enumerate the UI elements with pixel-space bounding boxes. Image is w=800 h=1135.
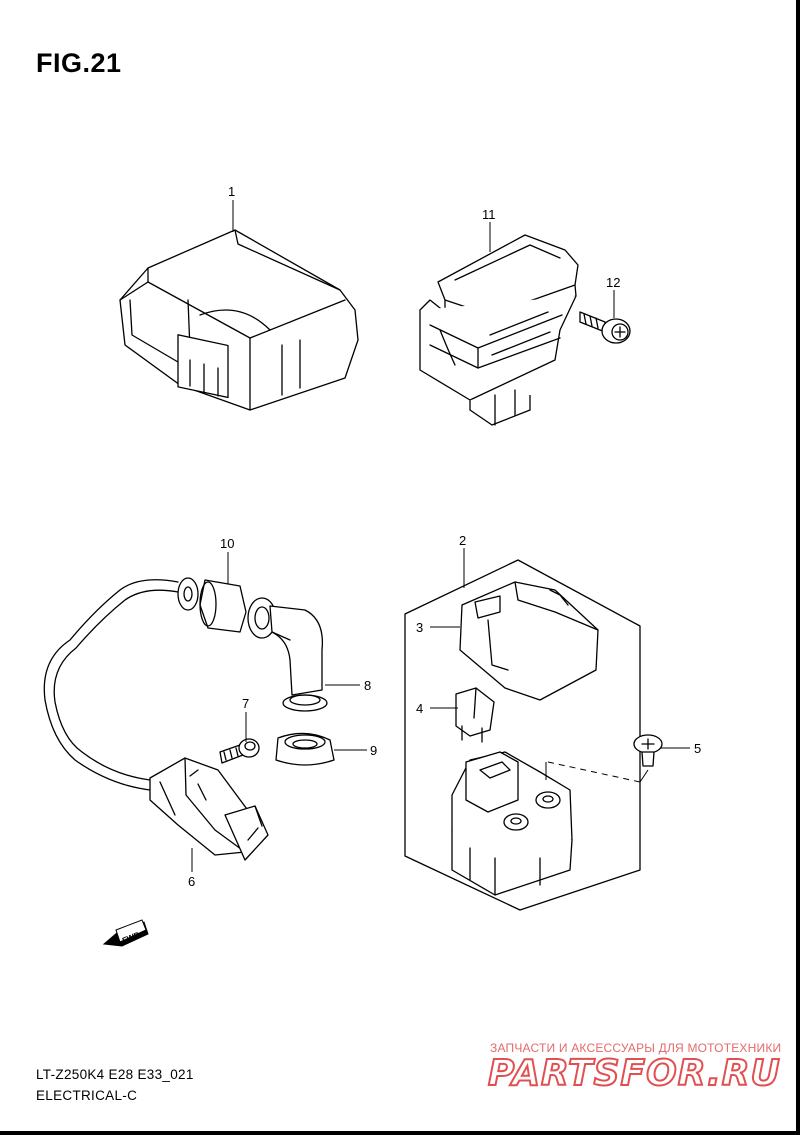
part-9-seal — [275, 732, 335, 766]
part-2-starter-relay — [451, 751, 573, 896]
callout-leaders — [191, 200, 690, 872]
section-name: ELECTRICAL-C — [36, 1088, 138, 1103]
model-code: LT-Z250K4 E28 E33_021 — [36, 1067, 194, 1082]
part-5-screw — [633, 734, 663, 767]
fwd-arrow-icon: FWD — [102, 919, 149, 947]
callout-6: 6 — [188, 874, 195, 889]
callout-12: 12 — [606, 275, 620, 290]
part-11-regulator — [419, 234, 579, 426]
part-7-bolt — [219, 738, 260, 764]
callout-8: 8 — [364, 678, 371, 693]
callout-7: 7 — [242, 696, 249, 711]
part-4-fuse — [455, 687, 495, 743]
watermark-logo: PARTSFOR.RU — [487, 1052, 781, 1095]
part-8-plug-cap — [269, 605, 328, 712]
figure-title: FIG.21 — [36, 48, 122, 78]
callout-11: 11 — [482, 207, 496, 222]
install-line-part-5 — [547, 761, 641, 783]
part-2-starter-relay-box — [404, 559, 641, 911]
install-line-ticks — [545, 762, 649, 783]
callout-10: 10 — [220, 536, 234, 551]
part-1-cdi-unit — [119, 229, 359, 411]
callout-4: 4 — [416, 701, 423, 716]
callout-2: 2 — [459, 533, 466, 548]
watermark-tagline: ЗАПЧАСТИ И АКСЕССУАРЫ ДЛЯ МОТОТЕХНИКИ — [490, 1041, 782, 1055]
callout-1: 1 — [228, 184, 235, 199]
callout-3: 3 — [416, 620, 423, 635]
part-6-ignition-coil-assembly — [43, 577, 277, 861]
part-3-relay-cover — [459, 581, 599, 701]
callout-5: 5 — [694, 741, 701, 756]
part-12-bolt — [579, 311, 631, 344]
callout-9: 9 — [370, 743, 377, 758]
